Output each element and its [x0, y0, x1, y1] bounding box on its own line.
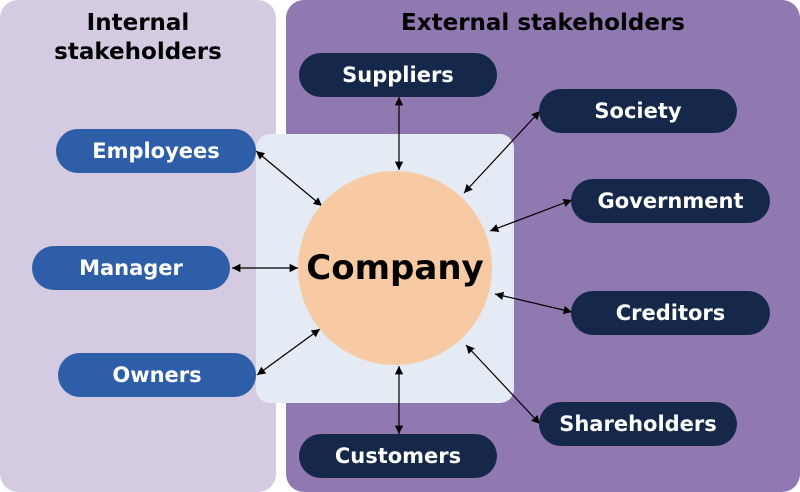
creditors-node: Creditors: [571, 291, 770, 335]
external-panel-title: External stakeholders: [401, 10, 685, 36]
society-node: Society: [539, 89, 737, 133]
company-node: Company: [298, 171, 492, 365]
owners-node: Owners: [58, 353, 256, 397]
government-node: Government: [571, 179, 770, 223]
shareholders-node: Shareholders: [539, 402, 737, 446]
internal-title-line2: stakeholders: [54, 39, 222, 65]
internal-title-line1: Internal: [86, 10, 190, 36]
manager-node: Manager: [32, 246, 230, 290]
employees-node: Employees: [56, 129, 256, 173]
customers-node: Customers: [299, 434, 497, 478]
suppliers-node: Suppliers: [299, 53, 497, 97]
internal-panel-title: Internal stakeholders: [0, 9, 276, 67]
